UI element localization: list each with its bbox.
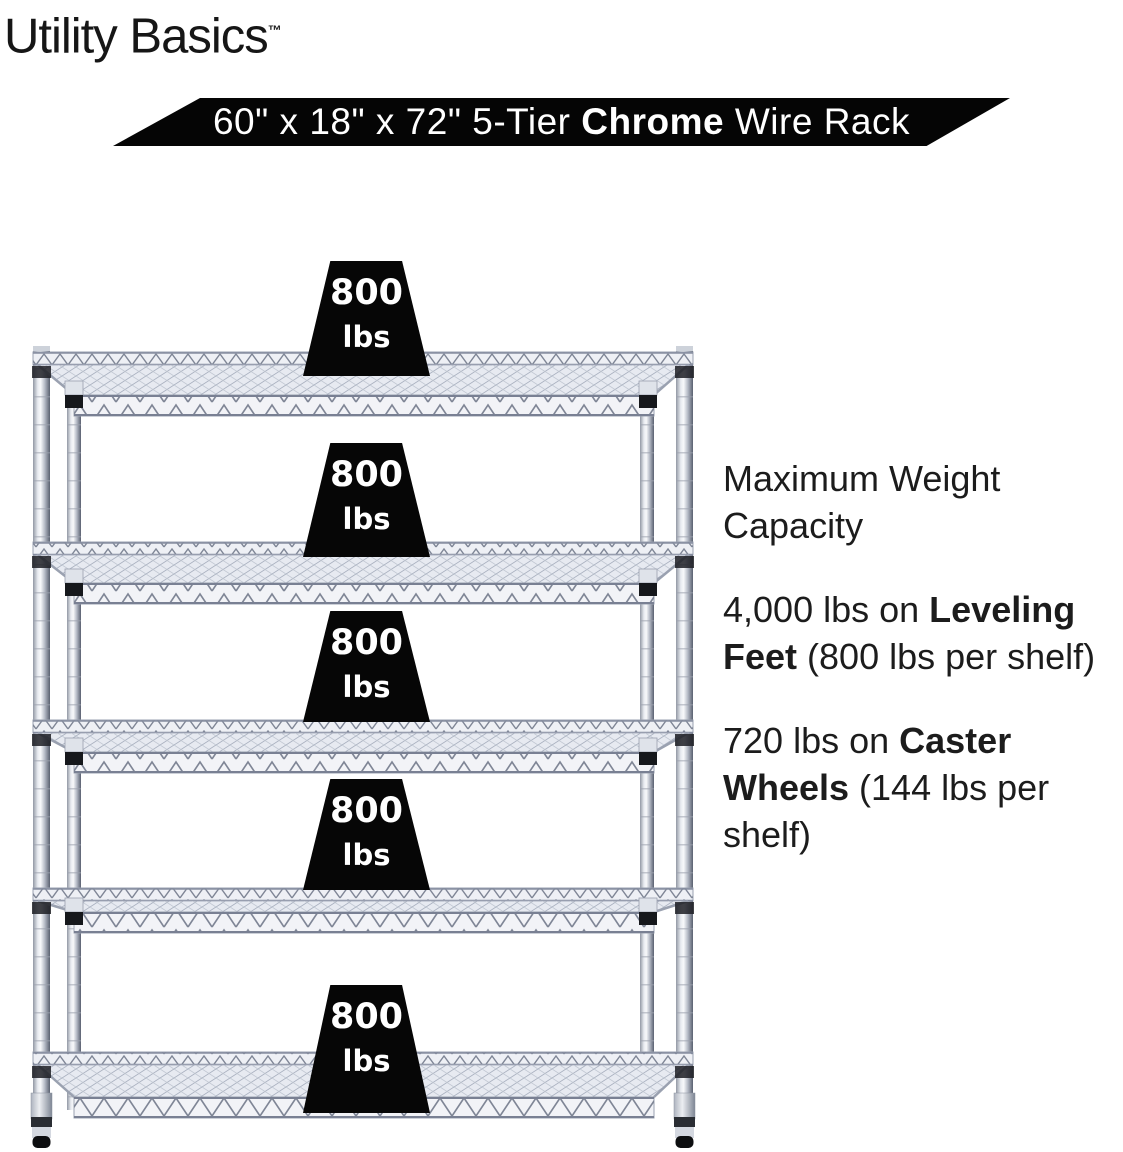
weight-unit: lbs bbox=[342, 1044, 391, 1078]
weight-marker-tier-1: 800 lbs bbox=[303, 261, 430, 376]
weight-unit: lbs bbox=[342, 670, 391, 704]
banner-suffix-text: Wire Rack bbox=[724, 101, 910, 142]
capacity-text: 4,000 lbs on bbox=[723, 589, 930, 630]
capacity-bold-text: Caster Wheels bbox=[723, 720, 1012, 808]
capacity-bold-text: Leveling Feet bbox=[723, 589, 1076, 677]
leveling-foot-left-stem bbox=[32, 1127, 51, 1138]
weight-value: 800 bbox=[329, 273, 404, 313]
leveling-foot-right bbox=[673, 1092, 696, 1120]
leveling-foot-right-tip bbox=[675, 1136, 694, 1148]
weight-unit: lbs bbox=[342, 502, 391, 536]
post-cap-left bbox=[33, 346, 50, 351]
title-banner: 60" x 18" x 72" 5-Tier Chrome Wire Rack bbox=[113, 98, 1010, 146]
banner-size-text: 60" x 18" x 72" 5-Tier bbox=[212, 101, 582, 142]
leveling-foot-left-tip bbox=[32, 1136, 51, 1148]
leveling-foot-right-ring bbox=[674, 1117, 695, 1127]
weight-value: 800 bbox=[329, 791, 404, 831]
leveling-foot-left bbox=[30, 1092, 53, 1120]
leveling-foot-left-ring bbox=[31, 1117, 52, 1127]
weight-value: 800 bbox=[329, 623, 404, 663]
leveling-foot-right-stem bbox=[675, 1127, 694, 1138]
post-cap-right bbox=[676, 346, 693, 351]
leveling-feet bbox=[30, 1092, 696, 1148]
brand-logo: Utility Basics™ bbox=[4, 0, 282, 66]
shelf-tier-1 bbox=[32, 351, 694, 417]
banner-highlight-text: Chrome bbox=[581, 101, 725, 142]
weight-value: 800 bbox=[329, 455, 404, 495]
weight-unit: lbs bbox=[342, 320, 391, 354]
shelf-tier-4 bbox=[32, 887, 694, 934]
weight-value: 800 bbox=[329, 997, 404, 1037]
trademark-symbol: ™ bbox=[267, 22, 282, 38]
capacity-heading: Maximum Weight Capacity bbox=[723, 458, 1001, 546]
shelf-tier-2 bbox=[32, 541, 694, 605]
caster-wheels-capacity: 720 lbs on Caster Wheels (144 lbs per sh… bbox=[723, 717, 1123, 858]
wire-rack-image bbox=[30, 346, 696, 1148]
weight-unit: lbs bbox=[342, 838, 391, 872]
leveling-feet-capacity: 4,000 lbs on Leveling Feet (800 lbs per … bbox=[723, 586, 1123, 680]
banner-title: 60" x 18" x 72" 5-Tier Chrome Wire Rack bbox=[213, 98, 910, 146]
capacity-text: (800 lbs per shelf) bbox=[797, 636, 1096, 677]
shelf-tier-3 bbox=[32, 719, 694, 774]
capacity-text: 720 lbs on bbox=[723, 720, 900, 761]
capacity-text: (144 lbs per shelf) bbox=[723, 767, 1050, 855]
brand-name: Utility Basics bbox=[4, 9, 269, 64]
capacity-info: Maximum Weight Capacity 4,000 lbs on Lev… bbox=[723, 455, 1123, 858]
